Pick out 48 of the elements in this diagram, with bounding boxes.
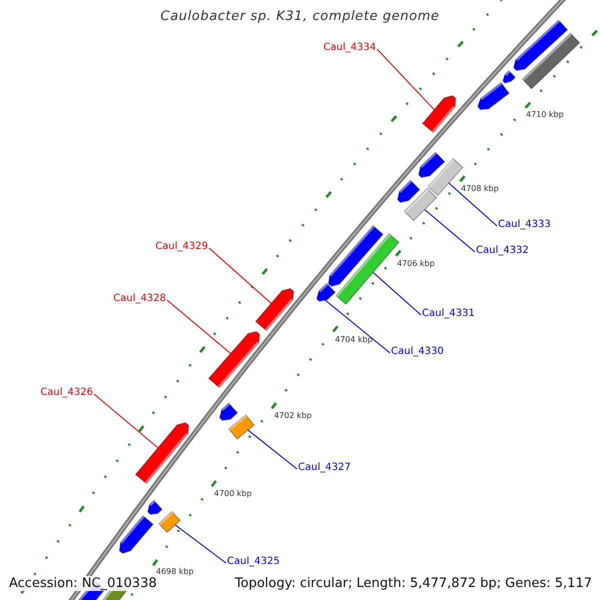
tick-label: 4704 kbp xyxy=(335,336,373,344)
leader-line xyxy=(324,299,390,354)
gene-label: Caul_4332 xyxy=(476,246,529,256)
gene-label: Caul_4330 xyxy=(391,347,444,357)
tick-label: 4710 kbp xyxy=(526,111,564,119)
gene-label: Caul_4334 xyxy=(323,43,376,53)
gene-marker xyxy=(404,188,438,222)
tick-label: 4708 kbp xyxy=(461,185,499,193)
gene-marker xyxy=(158,510,181,534)
gene-marker xyxy=(219,402,238,421)
accession-text: Accession: NC_010338 xyxy=(9,576,157,591)
genome-summary: Topology: circular; Length: 5,477,872 bp; Genes: 5,117 xyxy=(234,576,592,591)
gene-marker xyxy=(422,95,456,134)
tick-label: 4702 kbp xyxy=(274,412,312,420)
gene-marker xyxy=(118,515,154,554)
gene-label: Caul_4325 xyxy=(227,557,280,567)
gene-label: Caul_4328 xyxy=(113,294,166,304)
tick-label: 4706 kbp xyxy=(397,260,435,268)
leader-line xyxy=(372,272,422,316)
leader-line xyxy=(166,300,232,354)
gene-marker xyxy=(522,32,580,90)
leader-line xyxy=(448,182,498,226)
gene-marker xyxy=(228,414,255,440)
gene-marker xyxy=(418,152,446,178)
tick-label: 4700 kbp xyxy=(214,490,252,498)
gene-marker xyxy=(328,225,384,287)
gene-marker xyxy=(502,70,516,84)
leader-line xyxy=(424,209,476,252)
gene-marker xyxy=(255,288,294,332)
gene-marker xyxy=(477,82,510,110)
gene-marker xyxy=(134,422,190,484)
gene-label: Caul_4331 xyxy=(422,309,475,319)
leader-line xyxy=(94,394,159,449)
gene-label: Caul_4333 xyxy=(498,220,551,230)
leader-line xyxy=(247,429,298,470)
gene-label: Caul_4326 xyxy=(40,388,93,398)
gene-label: Caul_4329 xyxy=(155,242,208,252)
title: Caulobacter sp. K31, complete genome xyxy=(160,10,440,23)
gene-marker xyxy=(147,500,163,515)
tick-label: 4698 kbp xyxy=(156,568,194,576)
gene-marker xyxy=(316,282,336,302)
leader-line xyxy=(376,48,435,110)
gene-marker xyxy=(513,20,568,71)
leader-line xyxy=(174,524,226,564)
gene-marker xyxy=(208,331,260,388)
gene-marker xyxy=(397,180,420,203)
gene-label: Caul_4327 xyxy=(298,463,351,473)
leader-line xyxy=(208,248,272,304)
